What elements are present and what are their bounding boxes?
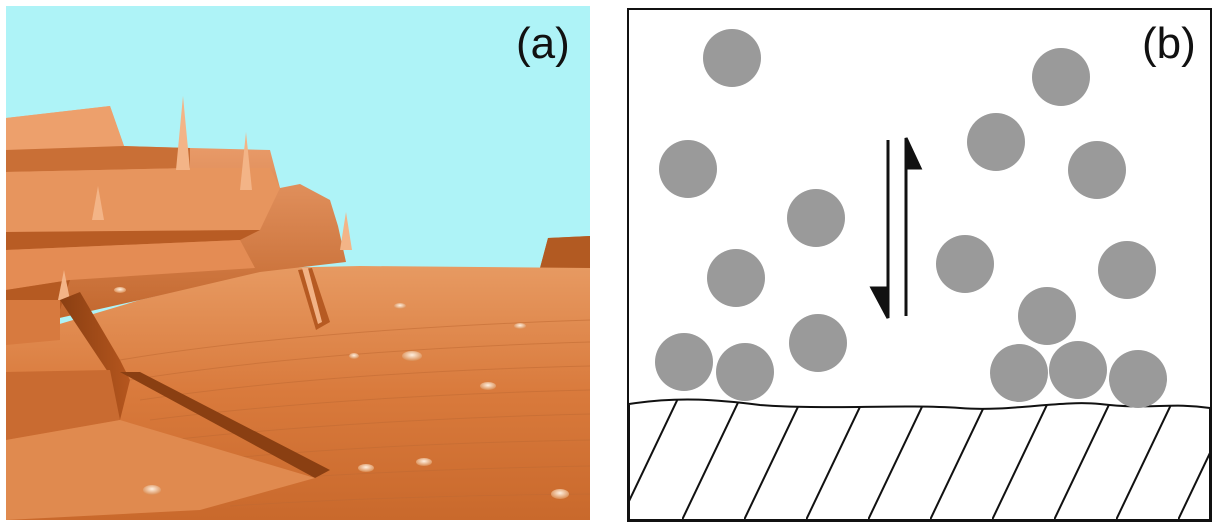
terrace-top-face — [6, 106, 124, 150]
particle — [936, 235, 994, 293]
panel-a-label: (a) — [516, 19, 570, 68]
particle — [1018, 287, 1076, 345]
particle — [1049, 341, 1107, 399]
substrate — [628, 398, 1211, 521]
desorption-adsorption-arrows — [869, 137, 923, 319]
particles — [655, 29, 1167, 408]
panel-a: (a) — [6, 6, 590, 520]
particle — [1032, 48, 1090, 106]
terrace-mid — [6, 168, 280, 232]
tip-spikes — [58, 96, 352, 300]
lower-terrace — [6, 420, 315, 520]
particle — [703, 29, 761, 87]
particle — [1109, 350, 1167, 408]
particle — [659, 140, 717, 198]
particle — [990, 344, 1048, 402]
particle — [655, 333, 713, 391]
step-edge-3 — [120, 372, 330, 478]
particle — [1098, 241, 1156, 299]
particle — [707, 249, 765, 307]
particle — [1068, 141, 1126, 199]
down-arrow-head — [869, 286, 890, 319]
terrace-low — [6, 240, 255, 290]
up-arrow-head — [904, 137, 923, 170]
panel-b-label: (b) — [1142, 19, 1196, 68]
particle — [967, 113, 1025, 171]
particle — [787, 189, 845, 247]
step-edge-2 — [6, 370, 120, 440]
panel-b: (b) — [627, 8, 1212, 522]
particle — [716, 343, 774, 401]
particle — [789, 314, 847, 372]
surface-bumps — [114, 287, 569, 499]
